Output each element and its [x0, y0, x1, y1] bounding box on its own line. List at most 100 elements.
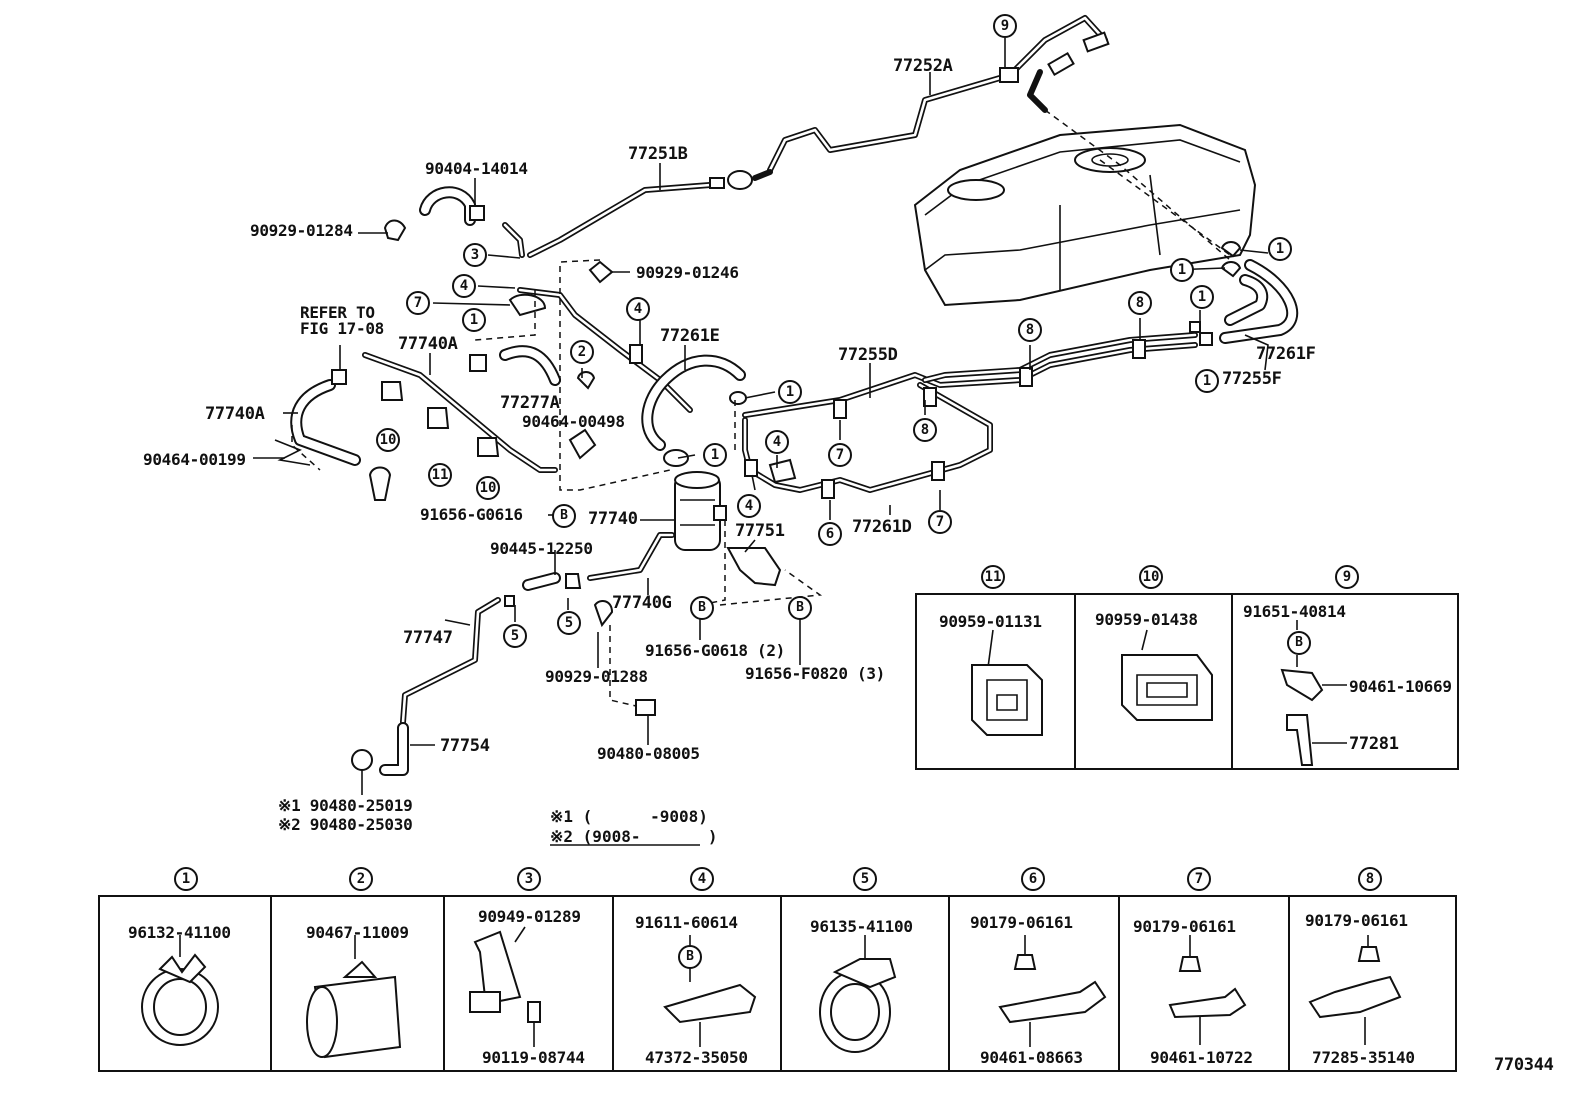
inset-11-part: 90959-01131 [939, 612, 1042, 631]
inset-bottom-drawing [141, 926, 1402, 1059]
label-77754: 77754 [440, 736, 490, 756]
bottom-6-top: 90179-06161 [970, 913, 1073, 932]
hose-77261f [1189, 241, 1299, 346]
label-refer-to: REFER TO [300, 303, 375, 322]
callout-1: 1 [778, 380, 802, 404]
callout-7: 7 [828, 443, 852, 467]
bottom-ref-4: 4 [690, 867, 714, 891]
label-90480-25019: ※1 90480-25019 [278, 796, 413, 815]
callout-5: 5 [503, 624, 527, 648]
inset-9-part-a: 91651-40814 [1243, 602, 1346, 621]
callout-5: 5 [557, 611, 581, 635]
bottom-4-top: 91611-60614 [635, 913, 738, 932]
inset-panel-bottom: 96132-41100 90467-11009 90949-01289 9011… [98, 895, 1457, 1072]
pipe-77251b [527, 169, 773, 258]
bottom-1-top: 96132-41100 [128, 923, 231, 942]
bottom-ref-7: 7 [1187, 867, 1211, 891]
bottom-7-top: 90179-06161 [1133, 917, 1236, 936]
callout-1: 1 [1195, 369, 1219, 393]
callout-9: 9 [993, 14, 1017, 38]
inset-right-drawing [971, 620, 1347, 766]
inset-10-part: 90959-01438 [1095, 610, 1198, 629]
callout-b: B [690, 596, 714, 620]
inset-9-b: B [1287, 631, 1311, 655]
callout-1: 1 [1190, 285, 1214, 309]
callout-1: 1 [703, 443, 727, 467]
date-note-1: ※1 ( -9008) [550, 807, 708, 826]
label-77261e: 77261E [660, 326, 720, 346]
label-77740a-top: 77740A [398, 334, 458, 354]
label-90445-12250: 90445-12250 [490, 539, 593, 558]
label-77255d: 77255D [838, 345, 898, 365]
inset-9-part-b: 90461-10669 [1349, 677, 1452, 696]
bottom-6-bottom: 90461-08663 [980, 1048, 1083, 1067]
label-90464-00199: 90464-00199 [143, 450, 246, 469]
callout-4: 4 [737, 494, 761, 518]
fuel-tank [913, 123, 1257, 307]
pipe-77747 [351, 595, 656, 776]
callout-4: 4 [626, 297, 650, 321]
label-77251b: 77251B [628, 144, 688, 164]
label-91656-f0820: 91656-F0820 (3) [745, 664, 885, 683]
inset-ref-10: 10 [1139, 565, 1163, 589]
label-fig-ref: FIG 17-08 [300, 319, 384, 338]
bottom-ref-1: 1 [174, 867, 198, 891]
bottom-ref-3: 3 [517, 867, 541, 891]
callout-1: 1 [462, 308, 486, 332]
label-90464-00498: 90464-00498 [522, 412, 625, 431]
bracket-77751 [726, 547, 782, 587]
callout-4: 4 [765, 430, 789, 454]
inset-panel-right: 90959-01131 90959-01438 91651-40814 B 90… [915, 593, 1459, 770]
label-91656-g0618: 91656-G0618 (2) [645, 641, 785, 660]
callout-7: 7 [928, 510, 952, 534]
label-90929-01246: 90929-01246 [636, 263, 739, 282]
bottom-8-bottom: 77285-35140 [1312, 1048, 1415, 1067]
callout-4: 4 [452, 274, 476, 298]
hose-77277a [469, 260, 614, 460]
inset-ref-11: 11 [981, 565, 1005, 589]
hose-77740a [274, 352, 558, 501]
bottom-3-top: 90949-01289 [478, 907, 581, 926]
label-90929-01284: 90929-01284 [250, 221, 353, 240]
callout-10: 10 [476, 476, 500, 500]
callout-1: 1 [1170, 258, 1194, 282]
bottom-ref-2: 2 [349, 867, 373, 891]
label-91656-g0616: 91656-G0616 [420, 505, 523, 524]
label-90480-25030: ※2 90480-25030 [278, 815, 413, 834]
label-77261d: 77261D [852, 517, 912, 537]
hose-77261e [517, 287, 747, 467]
label-77747: 77747 [403, 628, 453, 648]
callout-b: B [788, 596, 812, 620]
callout-6: 6 [818, 522, 842, 546]
bottom-ref-5: 5 [853, 867, 877, 891]
callout-7: 7 [406, 291, 430, 315]
label-77740a-left: 77740A [205, 404, 265, 424]
bottom-8-top: 90179-06161 [1305, 911, 1408, 930]
bottom-7-bottom: 90461-10722 [1150, 1048, 1253, 1067]
bottom-5-top: 96135-41100 [810, 917, 913, 936]
bottom-4-bottom: 47372-35050 [645, 1048, 748, 1067]
diagram-code: 770344 [1494, 1055, 1554, 1075]
pipe-bundle-77255 [742, 332, 1198, 499]
callout-8: 8 [1018, 318, 1042, 342]
hose-top-left [383, 186, 525, 258]
bottom-3-bottom: 90119-08744 [482, 1048, 585, 1067]
bottom-2-top: 90467-11009 [306, 923, 409, 942]
charcoal-canister-77740 [674, 471, 727, 551]
bottom-4-b: B [678, 945, 702, 969]
callout-11: 11 [428, 463, 452, 487]
inset-ref-9: 9 [1335, 565, 1359, 589]
label-90929-01288: 90929-01288 [545, 667, 648, 686]
callout-8: 8 [913, 418, 937, 442]
pipe-77252a [767, 15, 1110, 173]
callout-3: 3 [463, 243, 487, 267]
label-77252a: 77252A [893, 56, 953, 76]
leader-lines [253, 38, 1269, 795]
label-90480-08005: 90480-08005 [597, 744, 700, 763]
inset-9-part-c: 77281 [1349, 734, 1399, 754]
label-77277a: 77277A [500, 393, 560, 413]
bottom-ref-6: 6 [1021, 867, 1045, 891]
label-77255f: 77255F [1222, 369, 1282, 389]
